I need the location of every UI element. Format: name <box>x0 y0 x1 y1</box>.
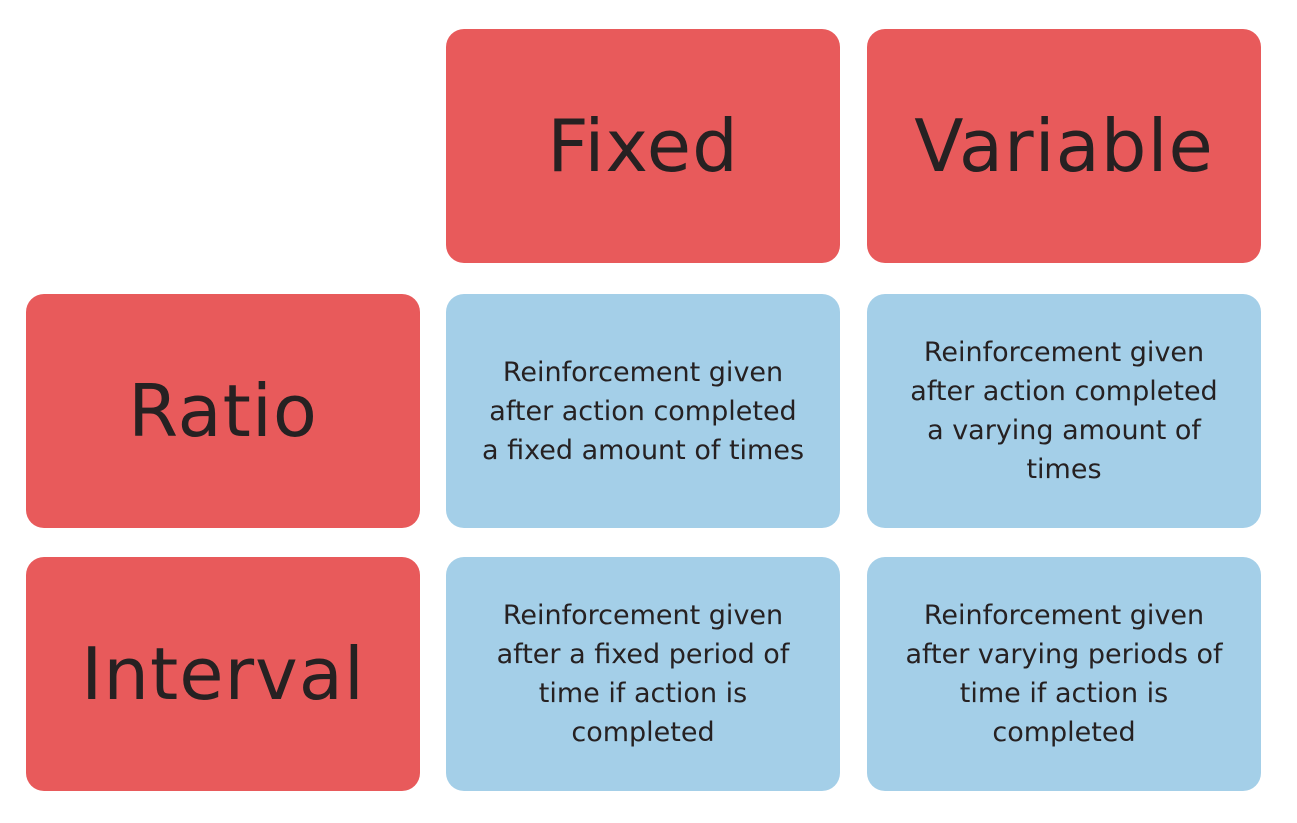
cell-ratio-variable: Reinforcement given after action complet… <box>867 294 1261 528</box>
column-header-variable-label: Variable <box>914 104 1214 188</box>
row-header-interval: Interval <box>26 557 420 791</box>
cell-interval-fixed: Reinforcement given after a fixed period… <box>446 557 840 791</box>
cell-ratio-variable-text: Reinforcement given after action complet… <box>910 337 1218 485</box>
column-header-fixed: Fixed <box>446 29 840 263</box>
column-header-variable: Variable <box>867 29 1261 263</box>
row-header-ratio-label: Ratio <box>128 369 318 453</box>
cell-ratio-fixed: Reinforcement given after action complet… <box>446 294 840 528</box>
row-header-interval-label: Interval <box>81 632 365 716</box>
cell-interval-variable: Reinforcement given after varying period… <box>867 557 1261 791</box>
cell-interval-fixed-text: Reinforcement given after a fixed period… <box>496 600 790 748</box>
column-header-fixed-label: Fixed <box>547 104 739 188</box>
cell-interval-variable-text: Reinforcement given after varying period… <box>905 600 1223 748</box>
row-header-ratio: Ratio <box>26 294 420 528</box>
cell-ratio-fixed-text: Reinforcement given after action complet… <box>481 356 805 466</box>
